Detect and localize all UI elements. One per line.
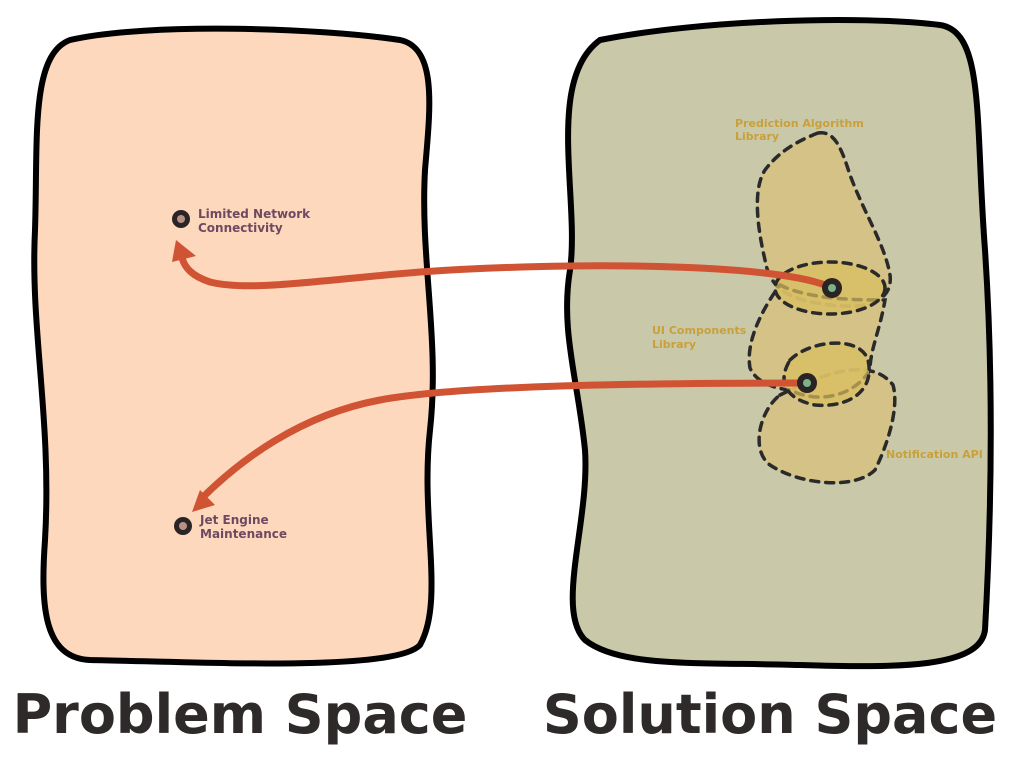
problem-label: Limited Network (198, 207, 311, 221)
node-dot-icon (797, 373, 817, 393)
arrow-prediction-to-connectivity (178, 254, 836, 292)
arrow-ui-to-jet-engine (196, 379, 811, 504)
node-dot-icon (172, 210, 190, 228)
node-dot-icon (174, 517, 192, 535)
solution-space-title: Solution Space (543, 683, 997, 746)
arrowhead-icon (172, 240, 196, 262)
problem-label: Connectivity (198, 221, 283, 235)
component-label: UI Components (652, 324, 747, 337)
component-label: Library (652, 338, 696, 351)
node-dot-icon (822, 278, 842, 298)
component-label: Prediction Algorithm (735, 117, 864, 130)
problem-label: Jet Engine (199, 513, 269, 527)
problem-space-title: Problem Space (13, 683, 468, 746)
component-label: Notification API (886, 448, 983, 461)
problem-label: Maintenance (200, 527, 287, 541)
component-label: Library (735, 130, 779, 143)
arrowhead-icon (192, 490, 215, 512)
problem-space-region (31, 25, 436, 667)
